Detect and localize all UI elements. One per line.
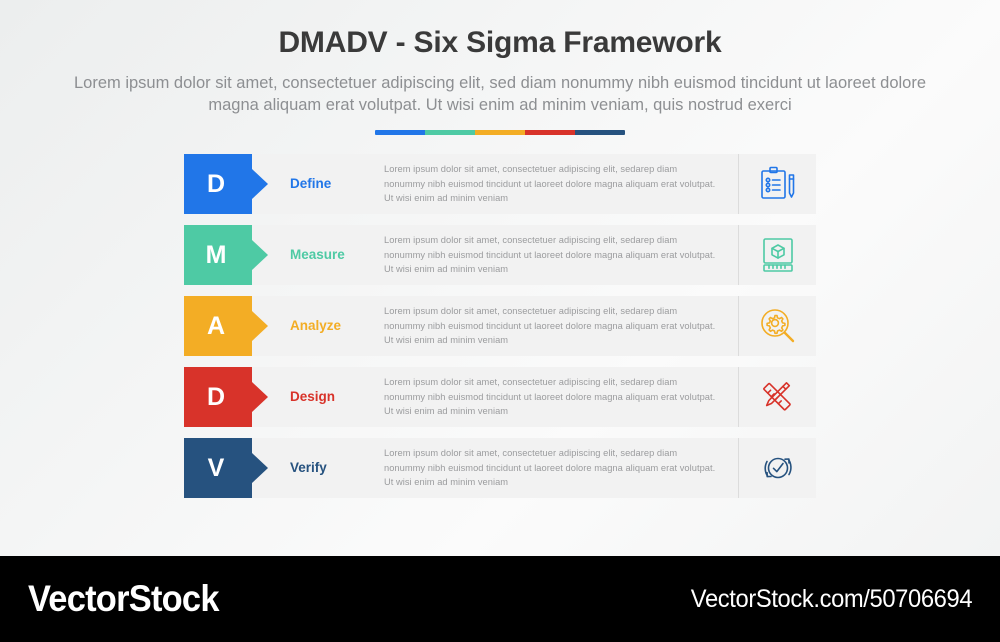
step-icon-cell	[738, 296, 816, 357]
watermark-url: VectorStock.com/50706694	[690, 584, 973, 613]
badge-arrow-icon	[252, 169, 268, 200]
accent-segment-2	[425, 130, 475, 136]
step-icon-cell	[738, 225, 816, 286]
step-letter: A	[206, 311, 226, 340]
step-badge-measure: M	[184, 225, 268, 286]
step-label: Design	[290, 389, 336, 405]
step-description-cell: Lorem ipsum dolor sit amet, consectetuer…	[376, 296, 738, 356]
badge-arrow-icon	[252, 311, 268, 342]
badge-arrow-icon	[252, 382, 268, 413]
step-row-analyze[interactable]: A Analyze Lorem ipsum dolor sit amet, cons…	[184, 296, 816, 357]
step-label-cell: Define	[252, 154, 376, 214]
step-row-design[interactable]: D Design Lorem ipsum dolor sit amet, conse…	[184, 367, 816, 428]
check-refresh-icon	[758, 448, 798, 488]
step-row-measure[interactable]: M Measure Lorem ipsum dolor sit amet, cons…	[184, 225, 816, 286]
badge-arrow-icon	[252, 453, 268, 484]
step-badge-verify: V	[184, 438, 268, 499]
step-description-cell: Lorem ipsum dolor sit amet, consectetuer…	[376, 154, 738, 214]
step-description-cell: Lorem ipsum dolor sit amet, consectetuer…	[376, 438, 738, 498]
accent-segment-5	[575, 130, 625, 136]
badge-arrow-icon	[252, 240, 268, 271]
step-letter: D	[206, 382, 226, 411]
step-description: Lorem ipsum dolor sit amet, consectetuer…	[384, 164, 716, 204]
page-title: DMADV - Six Sigma Framework	[278, 26, 722, 59]
accent-segment-3	[475, 130, 525, 136]
step-letter: D	[206, 169, 226, 198]
accent-segment-1	[375, 130, 425, 136]
step-icon-cell	[738, 154, 816, 215]
accent-segment-4	[525, 130, 575, 136]
accent-color-bar	[375, 130, 625, 136]
step-badge-define: D	[184, 154, 268, 215]
step-description-cell: Lorem ipsum dolor sit amet, consectetuer…	[376, 367, 738, 427]
step-label: Define	[290, 176, 332, 192]
step-label: Analyze	[290, 318, 342, 334]
watermark-brand: VectorStock	[28, 578, 219, 619]
header: DMADV - Six Sigma Framework Lorem ipsum …	[0, 0, 1000, 136]
step-letter: M	[205, 240, 227, 269]
step-description-cell: Lorem ipsum dolor sit amet, consectetuer…	[376, 225, 738, 285]
box-ruler-icon	[758, 235, 798, 275]
magnifier-gear-icon	[758, 306, 798, 346]
step-letter: V	[207, 453, 225, 482]
step-icon-cell	[738, 367, 816, 428]
clipboard-pencil-icon	[758, 164, 798, 204]
step-row-verify[interactable]: V Verify Lorem ipsum dolor sit amet, conse…	[184, 438, 816, 499]
pencil-ruler-cross-icon	[758, 377, 798, 417]
step-description: Lorem ipsum dolor sit amet, consectetuer…	[384, 448, 716, 488]
step-row-define[interactable]: D Define Lorem ipsum dolor sit amet, conse…	[184, 154, 816, 215]
step-description: Lorem ipsum dolor sit amet, consectetuer…	[384, 306, 716, 346]
step-label-cell: Measure	[252, 225, 376, 285]
step-badge-design: D	[184, 367, 268, 428]
step-label-cell: Verify	[252, 438, 376, 498]
step-label-cell: Analyze	[252, 296, 376, 356]
step-description: Lorem ipsum dolor sit amet, consectetuer…	[384, 235, 716, 275]
step-label: Verify	[290, 460, 327, 476]
step-label: Measure	[290, 247, 345, 263]
step-description: Lorem ipsum dolor sit amet, consectetuer…	[384, 377, 716, 417]
watermark-bar: VectorStock VectorStock.com/50706694	[0, 556, 1000, 642]
page-subtitle: Lorem ipsum dolor sit amet, consectetuer…	[73, 73, 927, 115]
step-icon-cell	[738, 438, 816, 499]
artboard: DMADV - Six Sigma Framework Lorem ipsum …	[0, 0, 1000, 556]
step-badge-analyze: A	[184, 296, 268, 357]
step-label-cell: Design	[252, 367, 376, 427]
